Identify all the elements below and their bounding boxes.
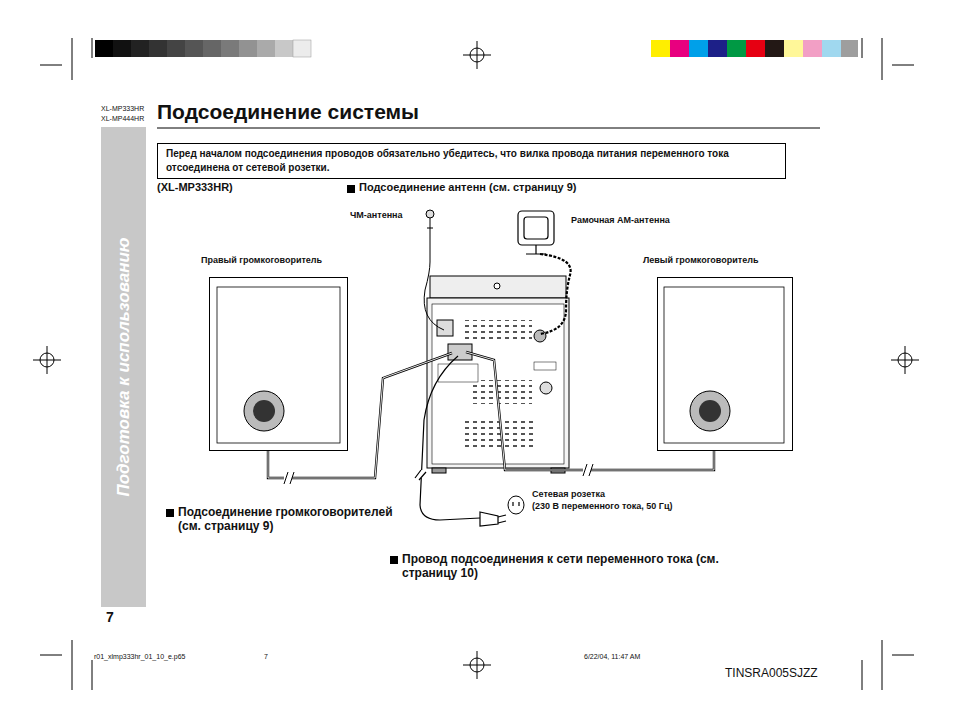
footer-date: 6/22/04, 11:47 AM: [584, 653, 640, 661]
bullet-square: [166, 509, 174, 517]
footer-page: 7: [264, 653, 268, 661]
sidebar-band: Подготовка к использованию: [101, 127, 146, 607]
bullet-square: [347, 185, 355, 193]
main-unit: [427, 276, 569, 473]
warning-text: Перед началом подсоединения проводов обя…: [166, 147, 777, 174]
speaker-label: Левый громкоговоритель: [643, 255, 758, 265]
speaker-left: [664, 287, 784, 443]
sidebar-heading: Подготовка к использованию: [114, 237, 134, 496]
title-rule: [157, 128, 820, 129]
page-number: 7: [106, 609, 114, 626]
speaker-box: Левый громкоговоритель: [657, 277, 793, 451]
colour-bar: [651, 40, 858, 57]
bullet-square: [390, 556, 398, 564]
speaker-wires: [268, 352, 714, 478]
wall-outlet: [508, 496, 524, 514]
part-label: ЧМ-антенна: [350, 210, 403, 221]
sidebar-ground: [101, 127, 146, 607]
file-name: r01_xlmp333hr_01_10_e.p65: [94, 653, 185, 661]
model-name: XL-MP333HR: [101, 105, 144, 113]
section-heading: Подсоединение громкоговорителей (см. стр…: [178, 505, 410, 534]
speaker-label: Правый громкоговоритель: [201, 255, 322, 265]
break-marks: [284, 464, 593, 484]
part-label: Сетевая розетка: [532, 489, 605, 500]
section-heading: Провод подсоединения к сети переменного …: [402, 552, 737, 581]
fm-antenna: [424, 210, 444, 330]
grey-color-bar: [95, 40, 311, 57]
crop-marks: [40, 38, 914, 690]
am-loop-antenna: [518, 211, 571, 334]
part-label: (230 В переменного тока, 50 Гц): [532, 501, 672, 512]
power-cord: [415, 356, 506, 526]
doc-code: TINSRA005SJZZ: [725, 666, 818, 680]
speaker-wires-fill: [268, 352, 714, 478]
section-heading: Подсоединение антенн (см. страницу 9): [359, 181, 576, 194]
part-label: Рамочная АМ-антенна: [571, 215, 670, 226]
warning-box: Перед началом подсоединения проводов обя…: [157, 143, 786, 179]
model-name: XL-MP444HR: [101, 115, 144, 123]
speaker-right: [217, 287, 340, 443]
model-heading: (XL-MP333HR): [157, 181, 233, 194]
speaker-box: Правый громкоговоритель: [209, 277, 348, 451]
page-title: Подсоединение системы: [157, 99, 419, 124]
registration-marks: [33, 41, 919, 679]
